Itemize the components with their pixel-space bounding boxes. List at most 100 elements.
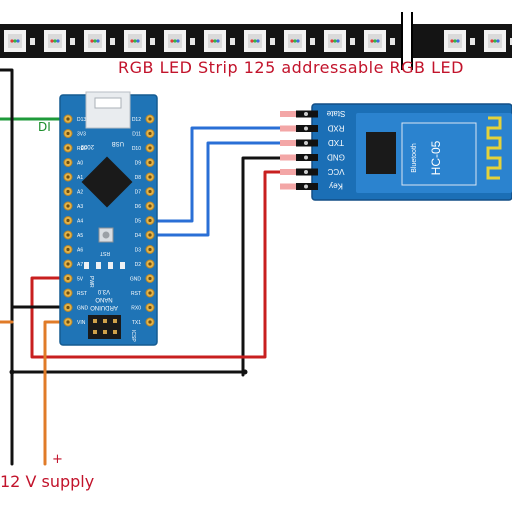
status-leds [84,262,125,269]
led-die [213,39,217,43]
led-capacitor [470,38,475,45]
arduino-pin-hole [148,117,152,121]
icsp-pin [113,319,117,323]
led-die [293,39,297,43]
led-die [330,39,334,43]
led-chip [164,30,195,52]
arduino-pin-hole [148,291,152,295]
led-indicator [120,262,125,269]
sub-label: NANO [95,296,113,302]
led-indicator [84,262,89,269]
arduino-pin-label: A5 [77,233,83,239]
wires [0,68,292,466]
bt-antenna [486,116,502,180]
arduino-pin-label: A6 [77,248,83,254]
arduino-pin-hole [148,160,152,165]
led-die [290,39,294,43]
led-capacitor [270,38,275,45]
arduino-pin-hole [66,189,70,194]
bt-pin-wire [280,169,296,175]
arduino-pin-hole [66,218,70,223]
arduino-pin-hole [148,218,152,223]
led-chip [284,30,315,52]
led-chip [484,30,512,52]
led-die [96,39,100,43]
bt-model: HC-05 [429,140,443,175]
led-die [50,39,54,43]
led-capacitor [390,38,395,45]
supply-plus-label: + [52,452,63,467]
arduino-pin-label: A0 [77,161,83,167]
arduino-pin-label: 5V [77,277,84,283]
icsp-pin [103,319,107,323]
arduino-pin-label: D6 [135,204,142,210]
led-capacitor [30,38,35,45]
arduino-pin-hole [66,117,70,121]
led-die [336,39,340,43]
icsp-pin [93,319,97,323]
arduino-pin-hole [148,131,152,136]
arduino-pin-label: GND [77,306,89,312]
bt-chip [366,132,396,174]
led-die [93,39,97,43]
arduino-pin-hole [148,233,152,237]
led-chip [124,30,155,52]
arduino-pin-label: D11 [132,132,141,138]
led-die [10,39,14,43]
led-die [210,39,214,43]
arduino-pin-hole [66,204,70,208]
led-die [56,39,60,43]
arduino-pin-label: RX0 [131,306,141,312]
arduino-pin-hole [66,320,70,324]
led-chip [324,30,355,52]
bt-brand: Bluetooth [411,143,418,173]
led-die [173,39,177,43]
bt-shield [401,122,477,186]
arduino-pin-label: D9 [135,161,142,167]
arduino-pin-label: TX1 [132,320,141,326]
arduino-pin-hole [66,276,70,281]
bt-pin-wire [280,140,296,146]
arduino-pin-label: D10 [132,146,141,152]
bt-pin-wire [280,125,296,132]
arduino-pin-hole [66,291,70,295]
led-die [333,39,337,43]
arduino-pin-hole [66,262,70,266]
led-capacitor [70,38,75,45]
arduino-pin-label: A2 [77,190,83,196]
arduino-pin-hole [148,204,152,208]
rx-wire [148,141,292,237]
strip-title: RGB LED Strip 125 addressable RGB LED [118,58,464,77]
strip-ground-wire [0,68,14,466]
bt-pin [304,141,308,145]
tx-wire [148,126,292,223]
led-die [376,39,380,43]
arduino-pin-label: VIN [77,320,86,326]
bt-pin [304,170,308,174]
junctions [9,369,248,375]
bt-pin-label: GND [327,153,345,162]
led-chip [364,30,395,52]
led-die [493,39,497,43]
led-chip [84,30,115,52]
led-die [496,39,500,43]
arduino-pin-label: RST [131,291,141,297]
led-die [136,39,140,43]
bt-pin-wire [280,154,296,161]
icsp-label: ICSP [130,330,136,342]
led-capacitor [190,38,195,45]
led-chip [44,30,75,52]
icsp-pins [93,319,117,334]
reset-button-cap[interactable] [102,231,110,239]
led-die [90,39,94,43]
arduino-pin-hole [148,247,152,252]
led-capacitor [150,38,155,45]
icsp-pin [93,330,97,334]
arduino-pin-hole [148,305,152,310]
led-die [216,39,220,43]
arduino-pin-hole [66,305,70,310]
arduino-pin-hole [66,175,70,179]
arduino-pin-label: D4 [135,233,142,239]
